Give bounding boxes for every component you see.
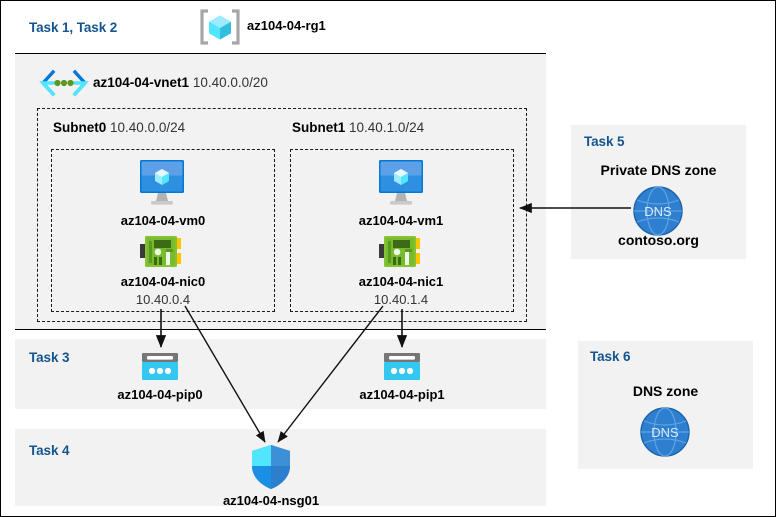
task-label-4: Task 4 bbox=[29, 443, 70, 458]
vnet-header: az104-04-vnet1 10.40.0.0/20 bbox=[93, 75, 268, 90]
resource-group-icon bbox=[199, 8, 241, 46]
subnet0-name: Subnet0 bbox=[53, 120, 107, 135]
nic0-ip: 10.40.0.4 bbox=[135, 292, 191, 307]
virtual-machine-icon bbox=[373, 158, 429, 208]
dns-zone-icon: DNS bbox=[639, 406, 691, 458]
vnet-address-space: 10.40.0.0/20 bbox=[192, 75, 268, 90]
private-dns-zone-name: contoso.org bbox=[618, 232, 699, 248]
virtual-network-icon bbox=[39, 69, 89, 97]
vm1-label: az104-04-vm1 bbox=[358, 213, 444, 228]
task-label-3: Task 3 bbox=[29, 350, 70, 365]
task-label-6: Task 6 bbox=[590, 349, 631, 364]
nic0-label: az104-04-nic0 bbox=[120, 274, 206, 289]
dns-icon-text: DNS bbox=[651, 425, 679, 440]
resource-group-name: az104-04-rg1 bbox=[247, 18, 326, 33]
dns-zone-icon: DNS bbox=[632, 185, 684, 237]
task-label-1-2: Task 1, Task 2 bbox=[29, 20, 118, 35]
subnet1-cidr: 10.40.1.0/24 bbox=[349, 120, 425, 135]
dns-icon-text: DNS bbox=[644, 204, 672, 219]
pip1-label: az104-04-pip1 bbox=[359, 387, 445, 402]
network-security-group-icon bbox=[250, 444, 292, 490]
network-interface-icon bbox=[140, 234, 184, 272]
pip0-label: az104-04-pip0 bbox=[117, 387, 203, 402]
dns-zone-title: DNS zone bbox=[632, 383, 699, 399]
vm0-label: az104-04-vm0 bbox=[120, 213, 206, 228]
public-ip-address-icon bbox=[382, 351, 422, 383]
subnet0-header: Subnet0 10.40.0.0/24 bbox=[53, 120, 185, 135]
subnet1-header: Subnet1 10.40.1.0/24 bbox=[292, 120, 424, 135]
network-interface-icon bbox=[379, 234, 423, 272]
nic1-ip: 10.40.1.4 bbox=[373, 292, 429, 307]
nic1-label: az104-04-nic1 bbox=[358, 274, 444, 289]
resource-group-panel bbox=[15, 53, 546, 330]
subnet0-box bbox=[51, 149, 275, 312]
private-dns-zone-title: Private DNS zone bbox=[600, 162, 717, 178]
virtual-machine-icon bbox=[134, 158, 190, 208]
nsg-label: az104-04-nsg01 bbox=[222, 493, 320, 508]
vnet-name: az104-04-vnet1 bbox=[93, 75, 190, 90]
public-ip-address-icon bbox=[140, 351, 180, 383]
subnet1-name: Subnet1 bbox=[292, 120, 346, 135]
task-label-5: Task 5 bbox=[584, 134, 625, 149]
subnet0-cidr: 10.40.0.0/24 bbox=[110, 120, 186, 135]
